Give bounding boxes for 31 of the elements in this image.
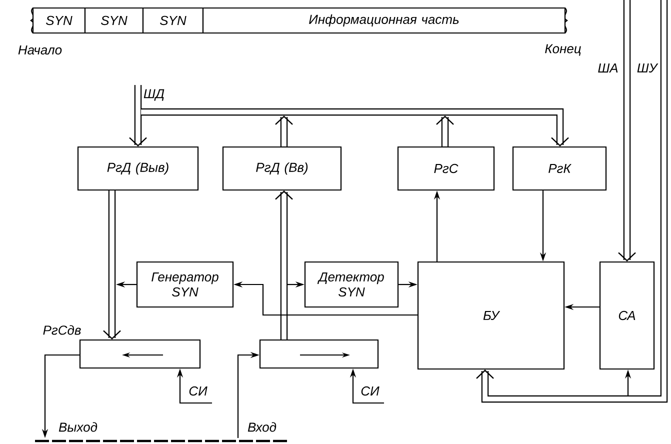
generator-box: Генератор SYN — [136, 261, 234, 308]
register-box: РгД (Вв) — [222, 146, 342, 191]
edge-label: Вход — [246, 421, 278, 433]
bus-arrow — [141, 108, 569, 146]
bus-arrow — [275, 116, 293, 146]
field-cell: SYN — [142, 7, 204, 34]
shift-register-box — [79, 339, 201, 369]
detector-box: Детектор SYN — [304, 261, 399, 308]
bus-arrow — [275, 190, 293, 340]
frame-label: Конец — [545, 44, 581, 56]
edge-label: СИ — [188, 385, 208, 397]
address-box: СА — [599, 261, 655, 370]
frame-label: Начало — [18, 45, 62, 55]
bus-arrow — [129, 85, 147, 146]
register-label: РгСдв — [43, 325, 81, 335]
register-box: РгД (Выв) — [77, 146, 199, 191]
edge-label: ША — [596, 62, 620, 74]
edge-label: ШУ — [636, 62, 658, 74]
edge-label: ШД — [142, 88, 166, 102]
field-cell: SYN — [84, 7, 144, 34]
bus-arrow — [618, 0, 636, 262]
shift-register-box — [259, 339, 379, 369]
field-cell: SYN — [32, 7, 86, 34]
bus-arrow — [436, 116, 454, 146]
bus-arrow — [103, 190, 121, 340]
bus-arrow — [476, 0, 668, 403]
register-box: РгК — [512, 146, 607, 191]
register-box: РгС — [397, 146, 495, 191]
control-unit-box: БУ — [417, 261, 565, 370]
edge-label: СИ — [360, 385, 380, 397]
edge-label: Выход — [58, 421, 98, 433]
